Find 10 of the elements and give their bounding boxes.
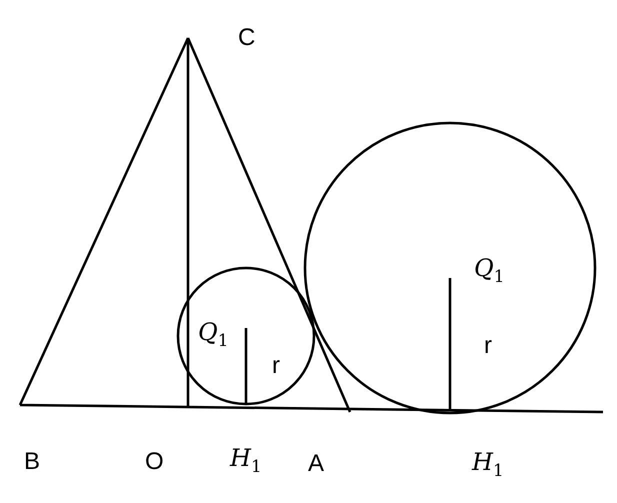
radius-label: r [484,334,492,358]
vertex-label: C [238,26,256,50]
radius-label: r [272,354,280,378]
point-label: H$_{1}$ [472,450,504,479]
center-label: Q$_{1}$ [474,256,504,285]
vertex-label: A [308,452,324,476]
point-label: H$_{1}$ [230,446,262,475]
center-label: Q$_{1}$ [198,320,228,349]
point-label: O [145,450,164,474]
vertex-label: B [24,450,40,474]
